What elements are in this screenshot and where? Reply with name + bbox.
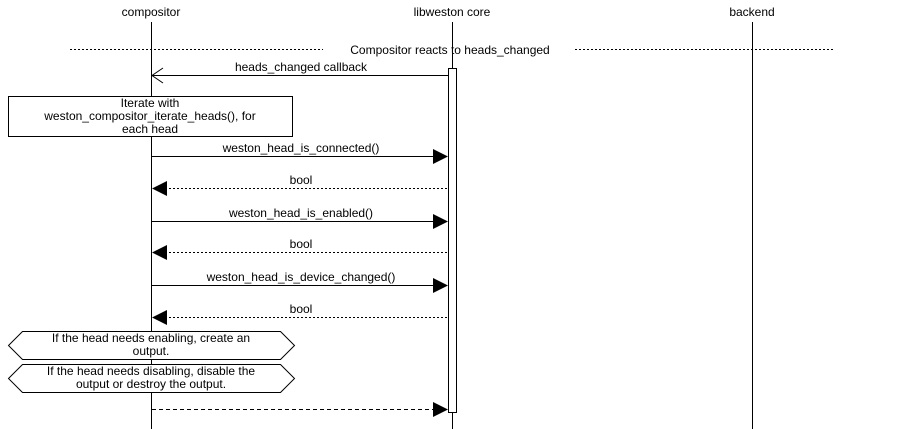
message-bool-return-2: bool xyxy=(152,237,448,260)
message-unlabeled-dashed xyxy=(152,402,448,417)
message-bool-return-3: bool xyxy=(152,302,448,325)
note-iterate-heads-box xyxy=(8,96,293,137)
message-label-1: weston_head_is_connected() xyxy=(222,141,380,155)
lifeline-headers: compositor libweston core backend xyxy=(122,5,775,19)
condition-disable-output-hexagon xyxy=(7,364,296,393)
message-arrowhead-2 xyxy=(152,181,167,196)
condition-disable-output-line-2: output or destroy the output. xyxy=(76,377,226,391)
message-arrowhead-3 xyxy=(433,214,448,229)
message-label-0: heads_changed callback xyxy=(235,60,368,74)
note-iterate-heads-line-3: each head xyxy=(122,122,178,136)
condition-enable-output-line-1: If the head needs enabling, create an xyxy=(52,331,250,345)
condition-enable-output-line-2: output. xyxy=(133,344,170,358)
lifeline-label-libweston-core: libweston core xyxy=(414,5,491,19)
message-heads-changed-callback: heads_changed callback xyxy=(151,60,448,84)
message-arrowhead-4 xyxy=(152,245,167,260)
message-label-2: bool xyxy=(290,173,313,187)
message-label-3: weston_head_is_enabled() xyxy=(228,206,373,220)
note-iterate-heads-line-1: Iterate with xyxy=(121,96,180,110)
message-bool-return-1: bool xyxy=(152,173,448,196)
message-arrowhead-0 xyxy=(151,67,164,84)
message-arrowhead-5 xyxy=(433,278,448,293)
condition-disable-output: If the head needs disabling, disable the… xyxy=(7,364,296,393)
message-weston-head-is-device-changed: weston_head_is_device_changed() xyxy=(152,270,448,293)
separator-compositor-reacts: Compositor reacts to heads_changed xyxy=(70,43,833,57)
condition-enable-output: If the head needs enabling, create an ou… xyxy=(7,331,296,360)
message-label-6: bool xyxy=(290,302,313,316)
message-arrowhead-7 xyxy=(433,402,448,417)
message-arrowhead-6 xyxy=(152,310,167,325)
message-weston-head-is-enabled: weston_head_is_enabled() xyxy=(152,206,448,229)
note-iterate-heads-line-2: weston_compositor_iterate_heads(), for xyxy=(43,109,255,123)
message-label-4: bool xyxy=(290,237,313,251)
condition-disable-output-line-1: If the head needs disabling, disable the xyxy=(47,364,255,378)
lifeline-label-compositor: compositor xyxy=(122,5,181,19)
message-weston-head-is-connected: weston_head_is_connected() xyxy=(152,141,448,164)
condition-enable-output-hexagon xyxy=(7,331,296,360)
message-arrowhead-1 xyxy=(433,149,448,164)
separator-label: Compositor reacts to heads_changed xyxy=(350,43,549,57)
activation-bar-libweston-core xyxy=(448,68,457,413)
message-label-5: weston_head_is_device_changed() xyxy=(206,270,396,284)
lifeline-label-backend: backend xyxy=(729,5,774,19)
note-iterate-heads: Iterate with weston_compositor_iterate_h… xyxy=(8,96,293,137)
